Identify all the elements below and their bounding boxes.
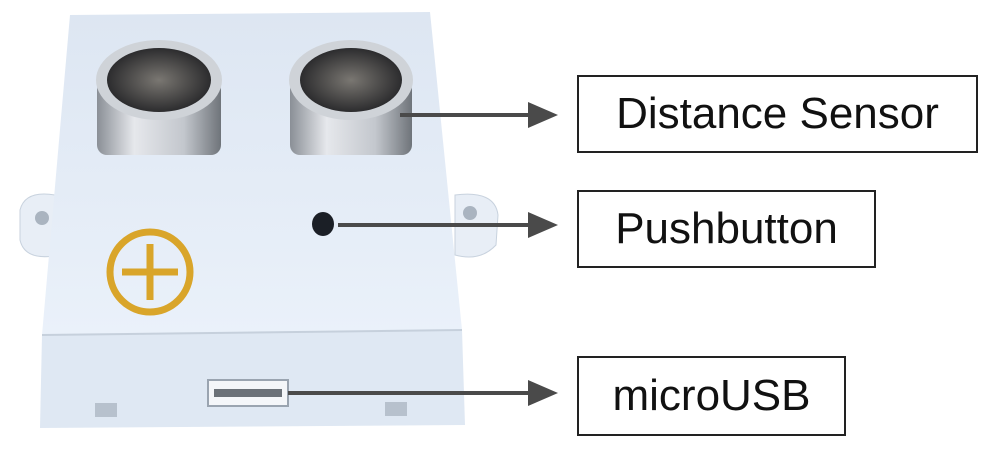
plus-logo-icon bbox=[106, 228, 194, 316]
pushbutton-knob bbox=[312, 212, 334, 236]
ultrasonic-transducer-left bbox=[96, 40, 222, 155]
microusb-port bbox=[207, 379, 289, 407]
arrow-distance-sensor bbox=[400, 102, 558, 128]
arrow-microusb bbox=[288, 380, 558, 406]
ultrasonic-transducer-right bbox=[289, 40, 413, 155]
arrow-pushbutton bbox=[338, 212, 558, 238]
label-distance-sensor: Distance Sensor bbox=[577, 75, 978, 153]
label-pushbutton: Pushbutton bbox=[577, 190, 876, 268]
label-microusb: microUSB bbox=[577, 356, 846, 436]
